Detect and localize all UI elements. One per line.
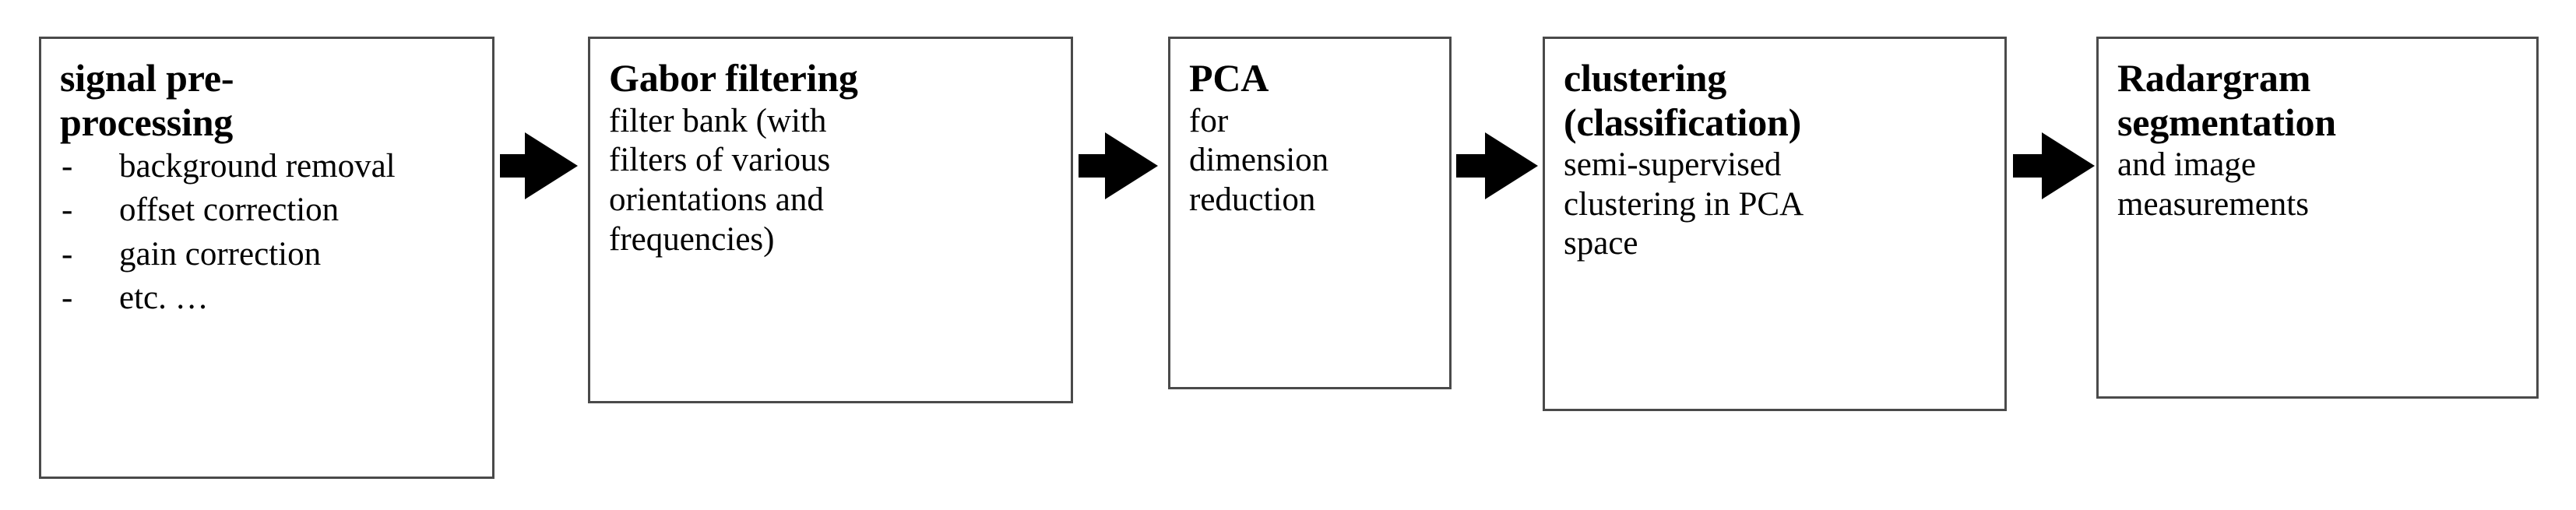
- flow-arrow-right-icon: [1456, 132, 1538, 199]
- stage-subtitle: for dimension reduction: [1189, 102, 1329, 218]
- bullet-item: - gain correction: [60, 235, 473, 274]
- stage-subtitle: filter bank (with filters of various ori…: [609, 102, 831, 258]
- stage-box-gabor-filtering[interactable]: Gabor filtering filter bank (with filter…: [588, 37, 1073, 403]
- bullet-dash-icon: -: [62, 148, 73, 185]
- bullet-item: - background removal: [60, 147, 473, 186]
- stage-title: clustering (classification): [1564, 56, 1802, 144]
- stage-box-radargram-segmentation[interactable]: Radargram segmentation and image measure…: [2096, 37, 2539, 399]
- bullet-text: offset correction: [119, 192, 340, 229]
- flow-arrow-right-icon: [500, 132, 578, 199]
- stage-subtitle: and image measurements: [2117, 146, 2309, 223]
- flow-arrow-right-icon: [2013, 132, 2095, 199]
- stage-title: PCA: [1189, 56, 1269, 100]
- stage-subtitle: semi-supervised clustering in PCA space: [1564, 146, 1804, 262]
- stage-box-pca[interactable]: PCA for dimension reduction: [1168, 37, 1452, 389]
- arrow-head: [525, 132, 578, 199]
- bullet-dash-icon: -: [62, 279, 73, 316]
- bullet-dash-icon: -: [62, 192, 73, 229]
- bullet-dash-icon: -: [62, 235, 73, 273]
- flow-arrow-right-icon: [1079, 132, 1158, 199]
- arrow-head: [1485, 132, 1538, 199]
- bullet-text: gain correction: [119, 235, 322, 273]
- bullet-item: - etc. …: [60, 279, 473, 318]
- stage-box-clustering[interactable]: clustering (classification) semi-supervi…: [1543, 37, 2007, 411]
- stage-title: Gabor filtering: [609, 56, 858, 100]
- arrow-head: [2042, 132, 2095, 199]
- bullet-text: background removal: [119, 148, 396, 185]
- stage-title: signal pre- processing: [60, 56, 234, 144]
- bullet-item: - offset correction: [60, 191, 473, 230]
- stage-box-signal-preprocessing[interactable]: signal pre- processing - background remo…: [39, 37, 494, 479]
- stage-bullet-list: - background removal - offset correction…: [60, 147, 473, 318]
- bullet-text: etc. …: [119, 279, 209, 316]
- arrow-head: [1105, 132, 1158, 199]
- stage-title: Radargram segmentation: [2117, 56, 2336, 144]
